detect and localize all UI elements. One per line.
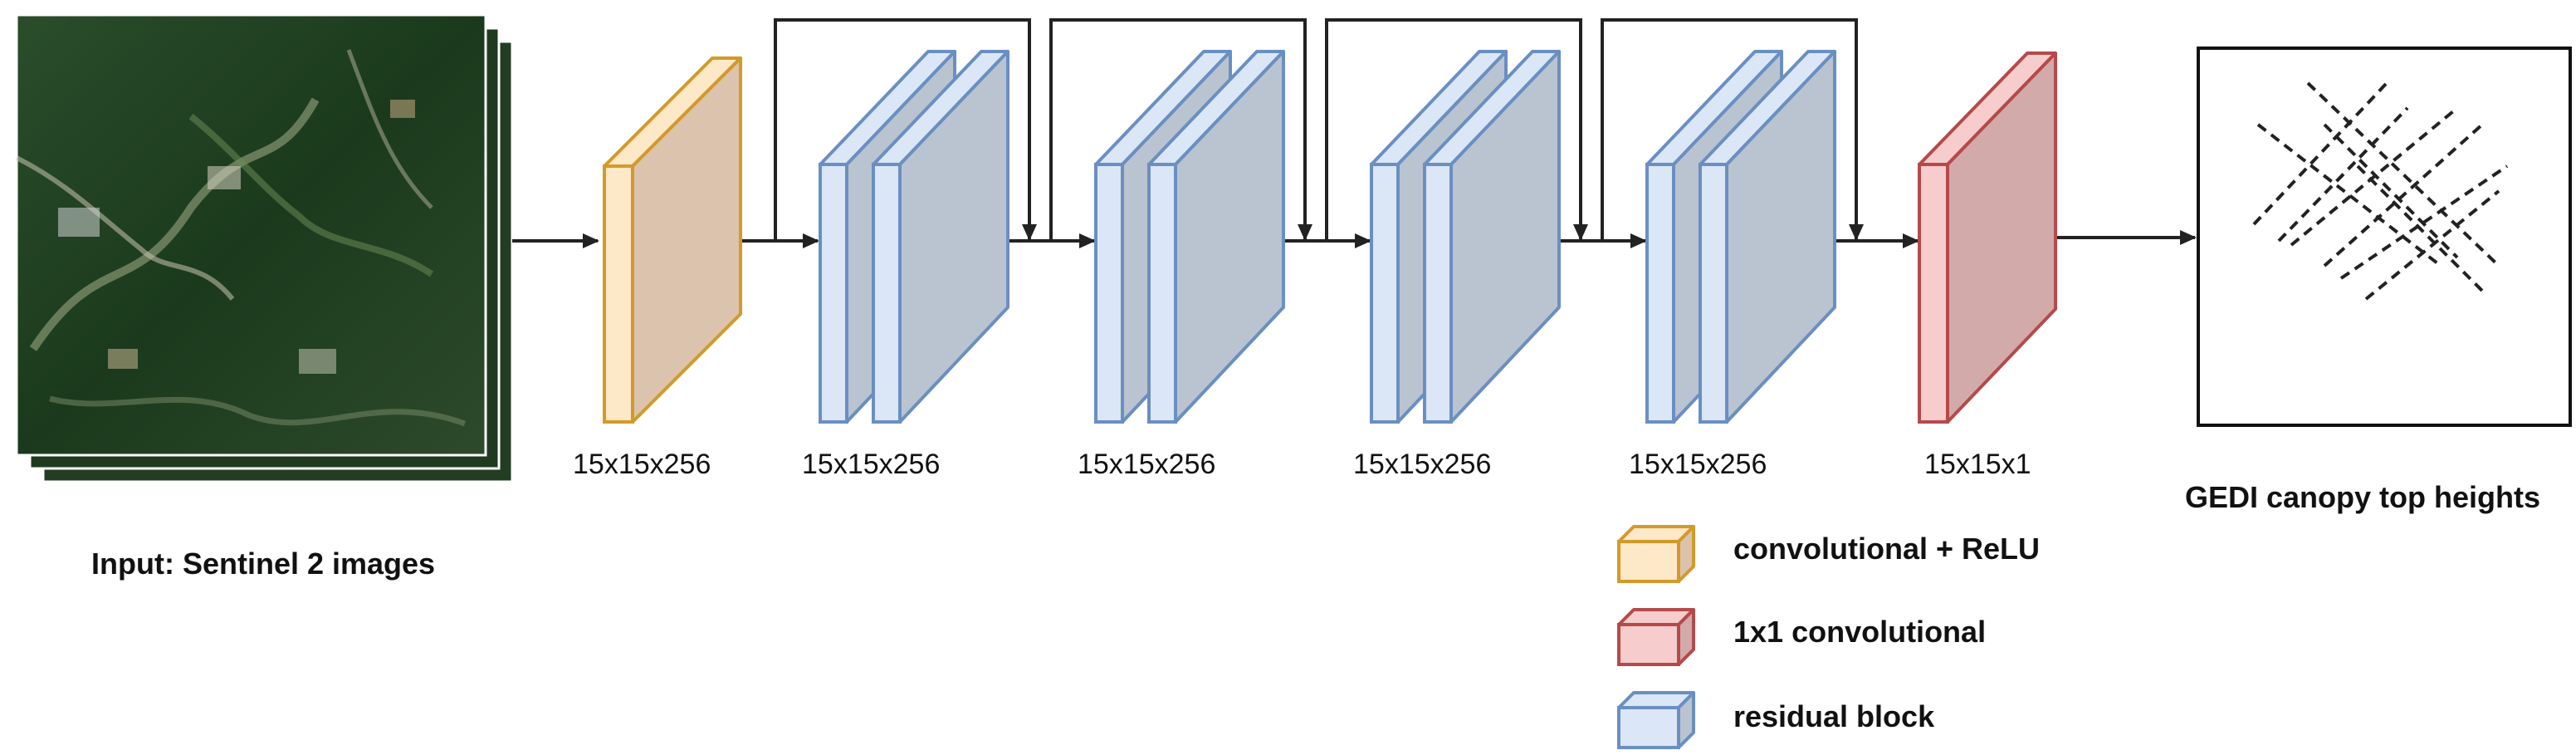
legend-icon-conv1x1 xyxy=(1617,608,1695,666)
residual-block-2 xyxy=(1094,50,1285,424)
residual-block-3 xyxy=(1370,50,1561,424)
conv-relu-block xyxy=(603,56,742,424)
satellite-image-front xyxy=(15,13,487,457)
layer-size-label-conv-relu: 15x15x256 xyxy=(573,449,711,480)
legend-icon-conv-relu xyxy=(1617,525,1695,583)
input-label: Input: Sentinel 2 images xyxy=(91,547,436,581)
legend-icon-residual xyxy=(1617,691,1695,749)
legend-label-conv-relu: convolutional + ReLU xyxy=(1733,532,2041,566)
output-label: GEDI canopy top heights xyxy=(2185,480,2541,514)
layer-size-label-residual-3: 15x15x256 xyxy=(1353,449,1492,480)
layer-size-label-residual-1: 15x15x256 xyxy=(802,449,941,480)
legend-label-residual: residual block xyxy=(1733,699,1935,733)
output-canopy-heights-box xyxy=(2197,47,2572,427)
residual-block-4 xyxy=(1645,50,1836,424)
skip-connection-3 xyxy=(1325,18,1588,241)
residual-block-1 xyxy=(819,50,1009,424)
skip-connection-4 xyxy=(1601,18,1864,241)
skip-connections xyxy=(774,18,1864,241)
skip-connection-2 xyxy=(1049,18,1312,241)
input-image-stack xyxy=(15,13,514,483)
layer-size-label-conv1x1: 15x15x1 xyxy=(1924,449,2031,480)
conv1x1-block xyxy=(1918,51,2057,424)
layer-size-label-residual-4: 15x15x256 xyxy=(1629,449,1767,480)
layer-size-label-residual-2: 15x15x256 xyxy=(1078,449,1216,480)
legend-label-conv1x1: 1x1 convolutional xyxy=(1733,615,1987,649)
skip-connection-1 xyxy=(774,18,1037,241)
